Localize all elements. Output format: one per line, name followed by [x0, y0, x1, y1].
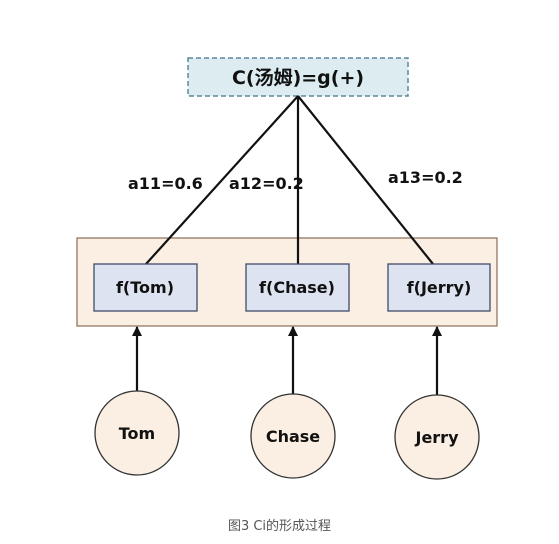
input-node-tom-circle — [94, 390, 180, 476]
top-node-label: C(汤姆)=g(+) — [232, 66, 364, 89]
input-node-chase-circle — [250, 393, 336, 479]
f-node-jerry-label: f(Jerry) — [407, 278, 472, 297]
weight-label-a12: a12=0.2 — [229, 174, 304, 193]
f-node-tom-box — [93, 263, 198, 312]
weight-label-a13: a13=0.2 — [388, 168, 463, 187]
input-node-chase-label: Chase — [266, 427, 320, 446]
edge-f-tom-to-top — [145, 95, 299, 265]
f-node-chase-box — [245, 263, 350, 312]
f-node-tom-label: f(Tom) — [116, 278, 174, 297]
f-node-chase-label: f(Chase) — [259, 278, 335, 297]
input-node-jerry-label: Jerry — [414, 428, 459, 447]
edge-f-jerry-to-top — [297, 95, 434, 265]
weight-label-a11: a11=0.6 — [128, 174, 203, 193]
input-node-jerry-circle — [394, 394, 480, 480]
top-node-box — [187, 57, 409, 97]
figure-caption: 图3 Ci的形成过程 — [227, 519, 332, 534]
input-node-tom-label: Tom — [119, 424, 155, 443]
f-node-jerry-box — [387, 263, 491, 312]
